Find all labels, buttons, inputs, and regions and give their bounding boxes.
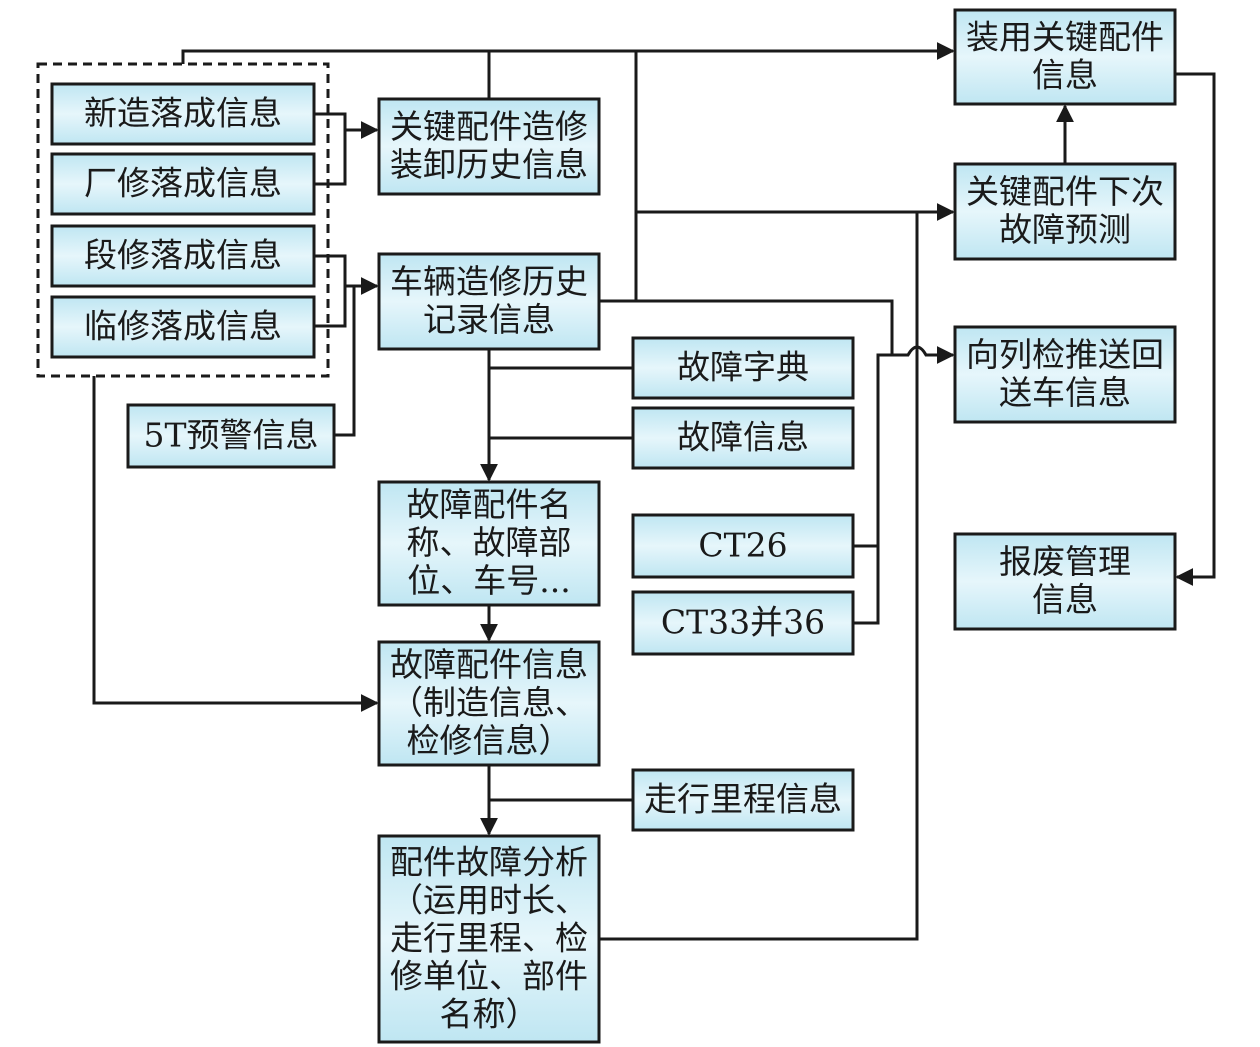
node-warning-5t: 5T预警信息 [126, 403, 336, 469]
connector-temp_repair-to-vehicle_history [314, 286, 347, 328]
node-label: 段修落成信息 [84, 236, 282, 275]
node-box [50, 224, 316, 288]
node-box [953, 325, 1177, 424]
node-ct26: CT26 [631, 513, 855, 579]
node-box [953, 8, 1177, 106]
connector-ct33_36-to-push_to_inspection [853, 546, 880, 625]
node-label: CT26 [698, 526, 787, 565]
node-label: 记录信息 [423, 300, 555, 339]
node-label: 关键配件造修 [390, 107, 588, 146]
node-label: 故障字典 [677, 348, 809, 387]
node-box [953, 162, 1177, 261]
node-fault-part-info: 故障配件信息（制造信息、检修信息） [377, 640, 601, 767]
connector-ct26-to-push_to_inspection [853, 353, 892, 548]
node-label: 检修信息） [407, 721, 572, 760]
node-box [50, 82, 316, 146]
node-box [126, 403, 336, 469]
connector-layer [92, 42, 1216, 941]
node-label: 向列检推送回 [966, 335, 1164, 374]
node-mileage-info: 走行里程信息 [631, 768, 855, 832]
node-label: 故障预测 [999, 210, 1131, 249]
node-box [631, 768, 855, 832]
node-box [953, 532, 1177, 631]
node-box [631, 590, 855, 656]
node-box [50, 152, 316, 216]
connector-factory_repair-to-key_part_history [314, 130, 347, 186]
node-label: 走行里程信息 [644, 780, 842, 819]
node-fault-dict: 故障字典 [631, 336, 855, 400]
node-label: 厂修落成信息 [84, 164, 282, 203]
node-label: 名称） [440, 995, 539, 1034]
node-ct33-36: CT33并36 [631, 590, 855, 656]
node-box [631, 513, 855, 579]
node-fault-info: 故障信息 [631, 406, 855, 470]
node-label: 位、车号... [407, 561, 570, 600]
connector-part_fault_analysis-to-next_fault_prediction [599, 212, 919, 941]
connector-warning_5t-to-vehicle_history [334, 286, 356, 437]
node-box [631, 406, 855, 470]
node-label: 报废管理 [999, 542, 1131, 581]
node-label: 新造落成信息 [84, 94, 282, 133]
node-depot-repair: 段修落成信息 [50, 224, 316, 288]
node-label: 称、故障部 [407, 523, 572, 562]
node-fault-part-name: 故障配件名称、故障部位、车号... [377, 480, 601, 607]
node-label: 故障信息 [677, 418, 809, 457]
node-temp-repair: 临修落成信息 [50, 295, 316, 359]
node-label: 5T预警信息 [143, 416, 318, 455]
node-layer: 新造落成信息厂修落成信息段修落成信息临修落成信息关键配件造修装卸历史信息车辆造修… [50, 8, 1177, 1044]
node-label: 故障配件信息 [390, 645, 588, 684]
connector-installed_key_parts-to-scrap_management [1175, 72, 1216, 586]
node-label: 临修落成信息 [84, 307, 282, 346]
connector-vehicle_history-to-installed_key_parts [599, 51, 638, 303]
node-box [377, 480, 601, 607]
node-label: CT33并36 [661, 603, 825, 642]
node-box [377, 640, 601, 767]
node-label: 信息 [1032, 580, 1098, 619]
node-box [631, 336, 855, 400]
connector-depot_repair-to-vehicle_history [314, 254, 379, 295]
node-label: （运用时长、 [390, 881, 588, 920]
node-factory-repair: 厂修落成信息 [50, 152, 316, 216]
node-box [50, 295, 316, 359]
node-label: 关键配件下次 [966, 172, 1164, 211]
node-box [377, 97, 601, 196]
node-label: 故障配件名 [407, 485, 572, 524]
node-label: 修单位、部件 [390, 957, 588, 996]
node-label: 走行里程、检 [390, 919, 588, 958]
node-label: 装卸历史信息 [390, 145, 588, 184]
node-label: 配件故障分析 [390, 843, 588, 882]
node-label: 信息 [1032, 56, 1098, 95]
connector-completion_group-to-fault_part_info [92, 376, 379, 712]
node-label: 车辆造修历史 [390, 262, 588, 301]
node-label: 装用关键配件 [966, 18, 1164, 57]
connector-completion_group-to-installed_key_parts [181, 42, 955, 64]
node-label: 送车信息 [999, 373, 1131, 412]
connector-new_build-to-key_part_history [314, 112, 379, 139]
node-new-build: 新造落成信息 [50, 82, 316, 146]
node-box [377, 834, 601, 1044]
node-label: （制造信息、 [390, 683, 588, 722]
node-box [377, 252, 601, 351]
connector-vehicle_history-to-push_to_inspection [599, 299, 955, 364]
